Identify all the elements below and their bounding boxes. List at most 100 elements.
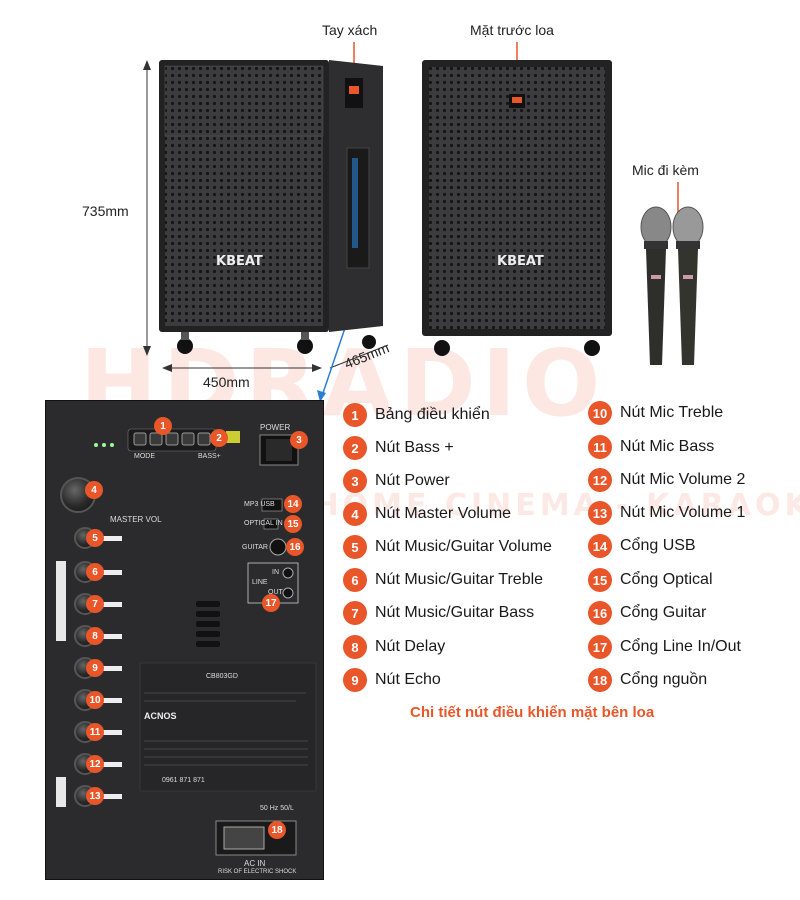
master-vol-label: MASTER VOL — [110, 515, 162, 524]
panel-badge-15: 15 — [284, 515, 302, 533]
knob-label-strip — [98, 666, 122, 671]
legend-badge: 4 — [343, 502, 367, 526]
knob-label-strip — [98, 536, 122, 541]
legend-text: Cổng Guitar — [620, 604, 707, 621]
legend-text: Cổng USB — [620, 537, 696, 554]
legend-item-9: 9 Nút Echo — [343, 667, 441, 693]
panel-badge-1: 1 — [154, 417, 172, 435]
panel-badge-9: 9 — [86, 659, 104, 677]
legend-text: Nút Echo — [375, 671, 441, 688]
model-label: CB803GD — [206, 673, 238, 680]
legend-badge: 6 — [343, 568, 367, 592]
legend-item-2: 2 Nút Bass + — [343, 435, 454, 461]
caption: Chi tiết nút điều khiển mặt bên loa — [410, 704, 655, 721]
legend-item-14: 14 Cổng USB — [588, 533, 696, 559]
legend-text: Nút Mic Volume 2 — [620, 471, 746, 488]
legend-item-8: 8 Nút Delay — [343, 634, 445, 660]
hotline-label: 0961 871 871 — [162, 777, 205, 784]
legend-badge: 8 — [343, 635, 367, 659]
knob-label-strip — [98, 634, 122, 639]
legend-badge: 14 — [588, 534, 612, 558]
bass-plus-label: BASS+ — [198, 453, 221, 460]
legend-text: Nút Master Volume — [375, 505, 512, 522]
label-front: Mặt trước loa — [470, 22, 554, 38]
panel-vent — [196, 611, 220, 617]
legend-badge: 5 — [343, 535, 367, 559]
line-in-label: IN — [272, 569, 279, 576]
legend-item-1: 1 Bảng điều khiển — [343, 402, 490, 428]
panel-badge-11: 11 — [86, 723, 104, 741]
panel-badge-17: 17 — [262, 594, 280, 612]
legend-item-17: 17 Cổng Line In/Out — [588, 634, 741, 660]
panel-badge-6: 6 — [86, 563, 104, 581]
legend-text: Nút Mic Treble — [620, 404, 724, 421]
speaker-side-view — [159, 60, 383, 354]
legend-badge: 18 — [588, 668, 612, 692]
line-label: LINE — [252, 579, 268, 586]
panel-badge-3: 3 — [290, 431, 308, 449]
panel-badge-12: 12 — [86, 755, 104, 773]
legend-text: Bảng điều khiển — [375, 406, 490, 423]
panel-badge-16: 16 — [286, 538, 304, 556]
mp3-usb-label: MP3 USB — [244, 501, 275, 508]
legend-text: Nút Delay — [375, 638, 446, 655]
legend-item-18: 18 Cổng nguồn — [588, 667, 707, 693]
legend-item-10: 10 Nút Mic Treble — [588, 400, 723, 426]
legend-item-4: 4 Nút Master Volume — [343, 501, 511, 527]
speaker-logo-front: KBEAT — [497, 254, 544, 269]
legend-badge: 3 — [343, 469, 367, 493]
control-panel: POWER MODE BASS+ MASTER VOL MP3 USB OPTI… — [45, 400, 324, 880]
knob-label-strip — [98, 730, 122, 735]
panel-badge-2: 2 — [210, 429, 228, 447]
panel-badge-18: 18 — [268, 821, 286, 839]
legend-badge: 1 — [343, 403, 367, 427]
warning-label: RISK OF ELECTRIC SHOCK — [218, 869, 297, 875]
panel-brand-logo: ACNOS — [144, 711, 177, 721]
legend-text: Nút Music/Guitar Volume — [375, 538, 552, 555]
legend-badge: 13 — [588, 501, 612, 525]
legend-text: Nút Mic Volume 1 — [620, 504, 746, 521]
panel-vent — [196, 621, 220, 627]
dimension-width: 450mm — [203, 374, 250, 390]
legend-badge: 7 — [343, 601, 367, 625]
legend-item-13: 13 Nút Mic Volume 1 — [588, 500, 745, 526]
panel-badge-8: 8 — [86, 627, 104, 645]
legend-badge: 2 — [343, 436, 367, 460]
legend-item-12: 12 Nút Mic Volume 2 — [588, 467, 745, 493]
label-mic: Mic đi kèm — [632, 162, 699, 178]
legend-item-7: 7 Nút Music/Guitar Bass — [343, 600, 534, 626]
legend-text: Cổng nguồn — [620, 671, 708, 688]
panel-badge-5: 5 — [86, 529, 104, 547]
line-out-label: OUT — [268, 589, 283, 596]
legend-item-3: 3 Nút Power — [343, 468, 450, 494]
legend-badge: 11 — [588, 435, 612, 459]
legend-item-6: 6 Nút Music/Guitar Treble — [343, 567, 543, 593]
knob-label-strip — [98, 698, 122, 703]
knob-label-strip — [98, 602, 122, 607]
knob-label-strip — [98, 762, 122, 767]
speaker-front-view — [422, 60, 612, 356]
panel-badge-14: 14 — [284, 495, 302, 513]
dimension-height: 735mm — [82, 203, 129, 219]
panel-vent — [196, 631, 220, 637]
legend-text: Cổng Line In/Out — [620, 638, 741, 655]
panel-vent — [196, 601, 220, 607]
power-label: POWER — [260, 423, 291, 432]
voltage-label: 50 Hz 50/L — [260, 805, 294, 812]
legend-item-5: 5 Nút Music/Guitar Volume — [343, 534, 552, 560]
legend-item-15: 15 Cổng Optical — [588, 567, 713, 593]
legend-text: Nút Power — [375, 472, 450, 489]
ac-in-label: AC IN — [244, 859, 266, 868]
legend-item-11: 11 Nút Mic Bass — [588, 434, 714, 460]
legend-item-16: 16 Cổng Guitar — [588, 600, 706, 626]
legend-badge: 10 — [588, 401, 612, 425]
legend-text: Nút Music/Guitar Treble — [375, 571, 544, 588]
knob-label-strip — [98, 570, 122, 575]
panel-badge-10: 10 — [86, 691, 104, 709]
mode-label: MODE — [134, 453, 155, 460]
legend-text: Nút Bass + — [375, 439, 454, 456]
legend-badge: 15 — [588, 568, 612, 592]
panel-badge-4: 4 — [85, 481, 103, 499]
panel-vent — [196, 641, 220, 647]
legend-badge: 16 — [588, 601, 612, 625]
